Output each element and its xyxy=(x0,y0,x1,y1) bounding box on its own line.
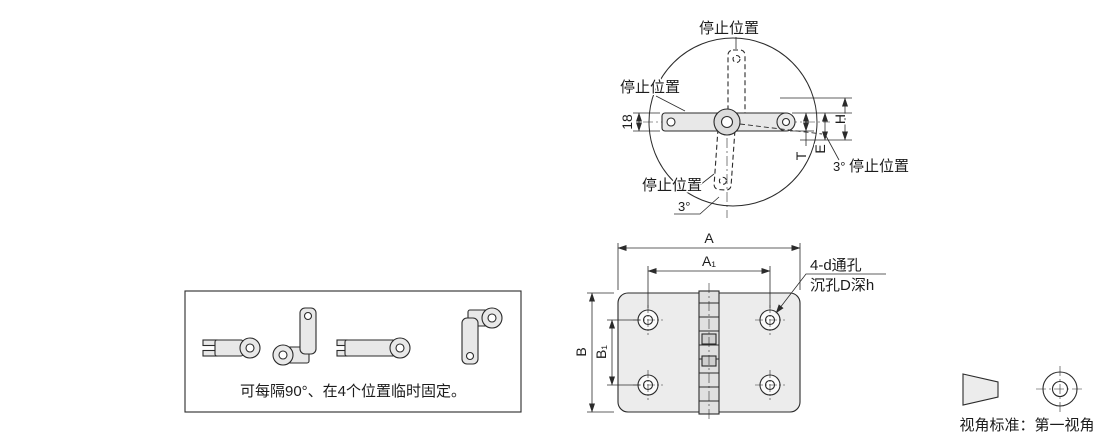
angle-label-right: 3° xyxy=(833,159,845,174)
hinge-glyph-3 xyxy=(336,337,411,359)
glyph-hole xyxy=(395,343,405,353)
dim-label-T: T xyxy=(793,151,809,160)
dim-18-group xyxy=(633,112,660,132)
note-caption: 可每隔90°、在4个位置临时固定。 xyxy=(240,383,466,400)
dim-label-18: 18 xyxy=(619,114,635,130)
hinge-glyph-4 xyxy=(461,307,503,365)
dim-A1-group xyxy=(647,266,771,308)
top-arm-phantom xyxy=(727,49,746,122)
right-arm-hole xyxy=(781,117,791,127)
dim-label-E: E xyxy=(812,144,828,153)
leader-stop-left xyxy=(655,95,686,112)
hub-inner xyxy=(720,115,734,129)
hole-note-line2: 沉孔D深h xyxy=(810,277,874,294)
stop-label-top: 停止位置 xyxy=(699,20,759,37)
dim-label-A: A xyxy=(704,230,714,246)
stop-line-3deg-right xyxy=(739,123,823,135)
stop-label-bottom: 停止位置 xyxy=(642,177,702,194)
dim-B-group xyxy=(587,292,614,413)
dim-label-H: H xyxy=(832,114,848,124)
stop-label-right: 停止位置 xyxy=(849,158,909,175)
left-arm xyxy=(661,112,729,132)
hole-note-line1: 4-d通孔 xyxy=(810,257,862,274)
hole-top-right xyxy=(755,305,785,335)
top-arm-outline xyxy=(727,49,746,122)
cone-side-view xyxy=(962,373,999,406)
glyph-arm-hole xyxy=(303,311,313,321)
glyph-arm-hole xyxy=(465,351,475,361)
dim-right-group xyxy=(780,97,852,146)
leader-angle-bottom xyxy=(674,196,720,215)
dim-label-B1: B₁ xyxy=(593,345,609,359)
leader-line xyxy=(775,273,886,314)
glyph-bar xyxy=(344,339,396,357)
projection-symbol: 视角标准：第一视角 xyxy=(958,366,1096,436)
note-box: 可每隔90°、在4个位置临时固定。 xyxy=(184,290,522,413)
right-arm xyxy=(726,112,796,132)
stop-label-left: 停止位置 xyxy=(620,79,680,96)
hinge-hub xyxy=(713,108,741,136)
dim-label-A1: A₁ xyxy=(702,253,716,269)
projection-caption: 视角标准：第一视角 xyxy=(959,416,1094,434)
hole-note-leader xyxy=(775,273,886,314)
top-arm-hole xyxy=(732,54,741,64)
plan-view: A A₁ B B₁ 4-d通孔 沉孔D深h xyxy=(572,229,886,422)
glyph-bar xyxy=(214,339,244,357)
glyph-hole xyxy=(245,343,255,353)
dim-label-B: B xyxy=(573,347,589,356)
hinge-glyph-2 xyxy=(272,307,317,366)
glyph-arm xyxy=(299,307,317,355)
hole-bottom-right xyxy=(755,370,785,400)
mounting-holes xyxy=(633,305,785,400)
rotation-diagram: 停止位置 停止位置 停止位置 停止位置 3° 3° 18 T E H xyxy=(618,19,911,218)
angle-label-bottom: 3° xyxy=(678,199,690,214)
glyph-hole xyxy=(278,350,288,360)
glyph-arm xyxy=(461,317,479,365)
leader-stop-bottom xyxy=(699,173,715,186)
hinge-glyph-1 xyxy=(202,337,261,359)
hinge-barrel xyxy=(698,283,720,422)
dim-B1-group xyxy=(607,319,640,386)
bottom-arm-hole xyxy=(718,176,727,185)
glyph-hole xyxy=(487,313,497,323)
left-arm-hole xyxy=(666,117,676,127)
